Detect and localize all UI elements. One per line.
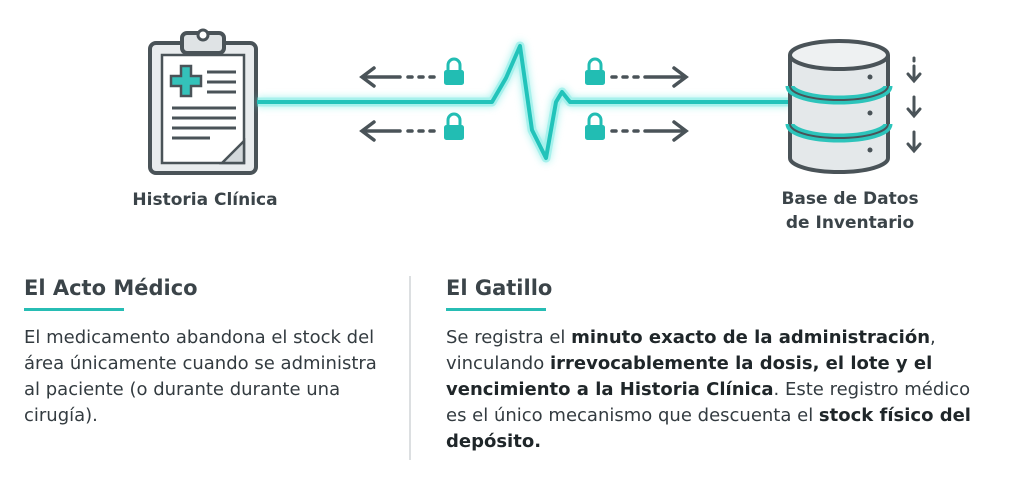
arrow-left-bottom: [359, 120, 436, 142]
section-title: El Gatillo: [446, 276, 553, 300]
base-de-datos-label-line1: Base de Datos: [781, 189, 919, 209]
section-acto-medico: El Acto Médico El medicamento abandona e…: [24, 272, 384, 429]
diagram-canvas: [148, 28, 922, 175]
lock-icon: [585, 112, 605, 140]
lock-icon: [444, 57, 464, 85]
diagram: Historia Clínica Base de Datos de Invent…: [132, 28, 945, 235]
body-text: Se registra el: [446, 327, 572, 348]
database-icon: [785, 39, 893, 174]
section-title: El Acto Médico: [24, 276, 198, 300]
body-emphasis: minuto exacto de la administración: [571, 327, 931, 348]
body-text: , vinculando: [446, 327, 936, 374]
title-underline: [24, 308, 124, 311]
arrow-left-top: [359, 66, 436, 88]
section-body: El medicamento abandona el stock del áre…: [24, 327, 377, 426]
lock-icon: [585, 57, 605, 85]
arrow-right-bottom: [610, 120, 689, 142]
body-text: . Este registro médico es el único mecan…: [446, 379, 971, 426]
historia-clinica-label: Historia Clínica: [132, 190, 278, 210]
body-emphasis: stock físico del depósito.: [446, 405, 971, 452]
down-arrows-icon: [906, 56, 922, 154]
section-gatillo: El Gatillo Se registra el minuto exacto …: [446, 272, 986, 455]
title-underline: [446, 308, 546, 311]
body-emphasis: irrevocablemente la dosis, el lote y el …: [446, 353, 933, 400]
arrow-right-top: [610, 66, 689, 88]
clipboard-medical-icon: [148, 28, 258, 175]
base-de-datos-label: Base de Datos de Inventario: [755, 187, 945, 235]
section-body: Se registra el minuto exacto de la admin…: [446, 325, 986, 455]
column-divider: [409, 276, 411, 460]
lock-icon: [444, 112, 464, 140]
base-de-datos-label-line2: de Inventario: [785, 213, 915, 233]
heartbeat-connector: [257, 41, 790, 163]
